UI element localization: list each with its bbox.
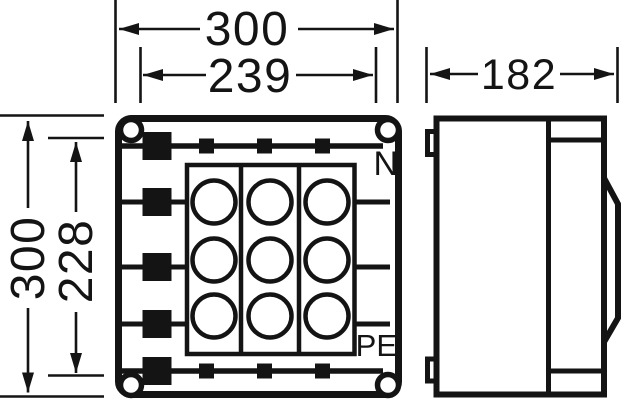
corner-screw-bottom-left (117, 371, 145, 399)
corner-screw-top-left (117, 116, 145, 144)
cover-latch-bulge (601, 176, 621, 344)
dim-front-inner-height: 228 (50, 142, 103, 373)
pe-bus-clamp-2 (257, 363, 272, 379)
cable-gland-r1c3 (303, 178, 351, 226)
n-bus-clamp-2 (257, 138, 272, 154)
cable-gland-r3c3 (303, 292, 351, 340)
terminal-l2 (142, 253, 172, 281)
side-body (433, 115, 607, 398)
gland-plate (184, 162, 357, 357)
pe-bus-clamp-3 (315, 363, 330, 379)
dim-side-depth: 182 (430, 51, 614, 99)
cable-gland-r1c1 (190, 178, 238, 226)
dim-front-outer-height: 300 (2, 121, 55, 393)
dim-front-inner-width-value: 239 (208, 50, 293, 103)
corner-screw-top-right (374, 116, 402, 144)
cable-gland-r3c1 (190, 292, 238, 340)
pe-bus-clamp-1 (199, 363, 214, 379)
dim-front-inner-width: 239 (143, 50, 373, 103)
cable-gland-r2c2 (246, 236, 294, 284)
n-bus-clamp-1 (199, 138, 214, 154)
enclosure-outline (115, 115, 402, 398)
corner-screw-bottom-right (374, 371, 402, 399)
dim-front-outer-height-value: 300 (2, 216, 55, 301)
dim-front-outer-width: 300 (119, 3, 394, 56)
side-view (425, 115, 621, 398)
dim-front-inner-height-value: 228 (50, 219, 103, 304)
dim-side-depth-value: 182 (481, 51, 557, 99)
terminal-pe (142, 357, 172, 385)
cable-gland-r2c1 (190, 236, 238, 284)
pe-busbar-label: PE (356, 328, 397, 363)
n-bus-clamp-3 (315, 138, 330, 154)
cable-gland-r3c2 (246, 292, 294, 340)
cable-gland-r2c3 (303, 236, 351, 284)
terminal-l3 (142, 310, 172, 338)
terminal-n (142, 132, 172, 160)
n-busbar-label: N (373, 145, 398, 183)
front-view: N PE (115, 115, 402, 399)
dim-front-outer-width-value: 300 (205, 3, 290, 56)
cable-gland-r1c2 (246, 178, 294, 226)
terminal-l1 (142, 188, 172, 216)
